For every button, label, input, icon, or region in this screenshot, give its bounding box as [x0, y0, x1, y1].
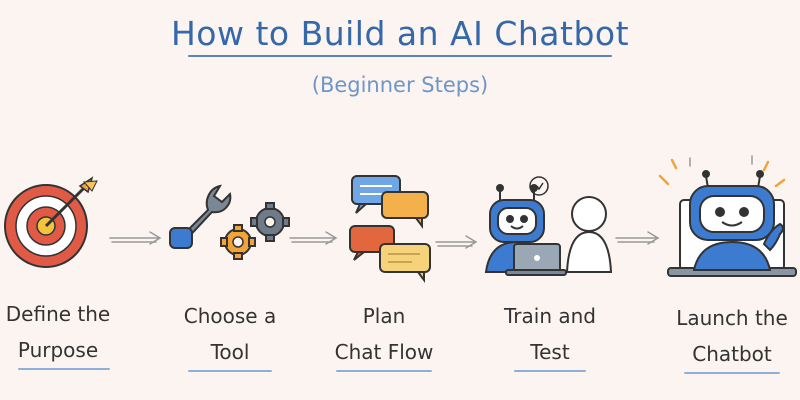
- robot-launch-icon: [658, 155, 797, 277]
- page-subtitle: (Beginner Steps): [311, 73, 489, 97]
- robot-training-icon: [484, 176, 613, 276]
- step-label-line1: Plan: [362, 304, 406, 328]
- step-label-line2: Tool: [210, 340, 250, 364]
- step-train-test: Train and Test: [470, 298, 630, 370]
- step-launch-chatbot: Launch the Chatbot: [652, 300, 800, 372]
- step-label-line2: Chatbot: [692, 342, 772, 366]
- step-underline: [18, 368, 110, 370]
- tools-icon: [169, 184, 290, 260]
- step-label-line2: Chat Flow: [334, 340, 434, 364]
- step-label-line1: Choose a: [183, 304, 277, 328]
- arrow-icon: [615, 231, 660, 245]
- page-title: How to Build an AI Chatbot: [170, 14, 630, 53]
- step-underline: [336, 370, 432, 372]
- step-label-line1: Train and: [504, 304, 596, 328]
- step-label-line2: Purpose: [17, 338, 99, 362]
- step-define-purpose: Define the Purpose: [0, 296, 138, 368]
- arrow-icon: [109, 231, 162, 245]
- step-underline: [514, 370, 586, 372]
- arrow-icon: [289, 231, 338, 245]
- step-label-line1: Launch the: [676, 306, 788, 330]
- step-underline: [188, 370, 272, 372]
- title-underline: [188, 55, 612, 57]
- step-label-line2: Test: [530, 340, 570, 364]
- step-choose-tool: Choose a Tool: [150, 298, 310, 370]
- arrow-icon: [435, 235, 478, 249]
- step-label-line1: Define the: [5, 302, 111, 326]
- step-underline: [684, 372, 780, 374]
- step-plan-chat-flow: Plan Chat Flow: [304, 298, 464, 370]
- target-icon: [4, 176, 98, 268]
- chat-bubbles-icon: [349, 175, 431, 283]
